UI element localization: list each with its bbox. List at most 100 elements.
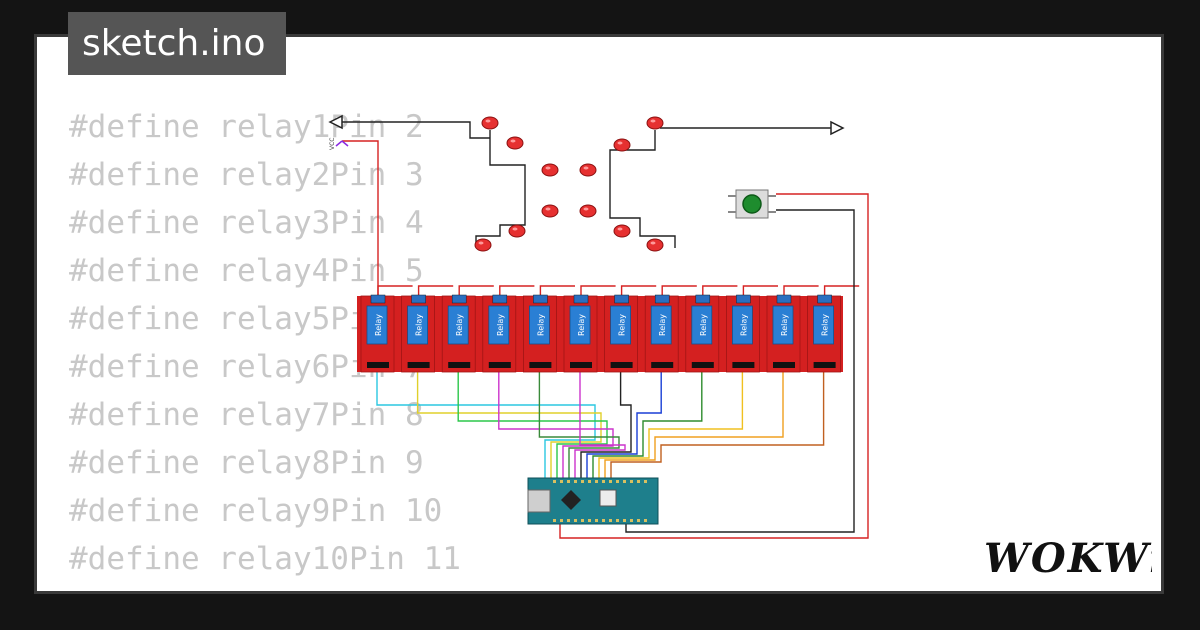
code-line: #define relay4Pin 5: [69, 253, 424, 289]
relay-coil-icon: [691, 305, 713, 345]
relay-module: Relay: [685, 294, 720, 373]
relay-header-icon: [448, 362, 471, 368]
nano-pin: [644, 480, 647, 483]
relay-label: Relay: [415, 314, 424, 336]
relay-terminal-icon: [533, 294, 548, 304]
led[interactable]: [506, 136, 524, 150]
nano-pin: [567, 480, 570, 483]
relay-module: Relay: [360, 294, 395, 373]
led[interactable]: [474, 238, 492, 252]
nano-pin: [553, 519, 556, 522]
nano-pin: [602, 519, 605, 522]
led[interactable]: [646, 238, 664, 252]
relay-signal-wire: [598, 372, 744, 478]
relay-label: Relay: [658, 314, 667, 336]
led-chain-wire-left: [475, 130, 526, 245]
led[interactable]: [613, 138, 631, 152]
relay-header-icon: [813, 362, 836, 368]
relay-label: Relay: [374, 314, 383, 336]
arduino-nano: [527, 477, 659, 525]
usb-port-icon: [527, 489, 551, 513]
relay-coil-icon: [407, 305, 429, 345]
relay-signal-wire: [416, 372, 602, 478]
nano-pin: [623, 519, 626, 522]
led[interactable]: [508, 224, 526, 238]
led[interactable]: [541, 163, 559, 177]
led[interactable]: [481, 116, 499, 130]
relay-module: Relay: [807, 294, 841, 373]
ground-wire-left: [342, 121, 490, 139]
relay-signal-wire: [580, 372, 632, 478]
relay-power-wire: [458, 285, 494, 295]
code-line: #define relay3Pin 4: [69, 205, 424, 241]
nano-pin: [595, 480, 598, 483]
ground-symbol-right: [830, 120, 845, 136]
led[interactable]: [541, 204, 559, 218]
relay-bank-board: [357, 296, 843, 372]
code-line: #define relay1Pin 2: [69, 109, 424, 145]
relay-power-wire: [661, 285, 697, 295]
relay-header-icon: [732, 362, 755, 368]
relay-coil-icon: [772, 305, 794, 345]
relay-header-icon: [651, 362, 674, 368]
relay-coil-icon: [732, 305, 753, 345]
led-array: [474, 116, 664, 252]
nano-pin: [623, 480, 626, 483]
relay-signal-wire: [610, 372, 825, 478]
nano-pin: [609, 480, 612, 483]
relay-terminal-icon: [776, 294, 792, 304]
relay-label: Relay: [699, 314, 708, 336]
led[interactable]: [646, 116, 664, 130]
led[interactable]: [613, 224, 631, 238]
relay-power-wire: [580, 285, 616, 295]
relay-terminal-icon: [370, 294, 386, 304]
code-editor: #define relay1Pin 2#define relay2Pin 3#d…: [69, 103, 461, 591]
relay-terminal-icon: [736, 294, 751, 304]
relay-terminal-icon: [614, 294, 629, 304]
relay-terminal-icon: [573, 294, 589, 304]
relay-header-icon: [529, 362, 552, 368]
button-wire-red: [559, 193, 869, 539]
relay-coil-icon: [813, 305, 834, 345]
relay-module: Relay: [604, 294, 638, 373]
nano-pin: [595, 519, 598, 522]
nano-pin: [616, 519, 619, 522]
relay-power-wire: [377, 285, 413, 295]
relay-coil-icon: [529, 305, 550, 345]
vcc-wire: [342, 140, 379, 296]
relay-module: Relay: [523, 294, 557, 373]
relay-label: Relay: [618, 314, 627, 336]
relay-module: Relay: [482, 294, 517, 373]
nano-pin: [560, 519, 563, 522]
sketch-tab[interactable]: sketch.ino: [68, 12, 286, 75]
code-line: #define relay10Pin 11: [69, 541, 461, 577]
reset-button-icon: [599, 489, 617, 507]
relay-power-wire: [620, 285, 657, 295]
led[interactable]: [579, 204, 597, 218]
relay-module: Relay: [563, 294, 598, 373]
led-chain-wire-right: [609, 130, 676, 248]
pushbutton[interactable]: [728, 189, 776, 219]
relay-signal-wire: [604, 372, 784, 478]
relay-signal-wire: [457, 372, 608, 478]
relay-terminal-icon: [654, 294, 670, 304]
nano-pin: [581, 519, 584, 522]
relay-label: Relay: [739, 314, 748, 336]
relay-signal-wire: [592, 372, 703, 478]
relay-power-wire: [783, 285, 819, 295]
relay-header-icon: [488, 362, 511, 368]
code-line: #define relay8Pin 9: [69, 445, 424, 481]
nano-pin: [581, 480, 584, 483]
relay-label: Relay: [821, 314, 830, 336]
code-line: #define relay9Pin 10: [69, 493, 443, 529]
chip-icon: [561, 490, 581, 510]
relay-terminal-icon: [492, 294, 508, 304]
led[interactable]: [579, 163, 597, 177]
nano-pin: [553, 480, 556, 483]
relay-header-icon: [367, 362, 389, 368]
relay-module: Relay: [441, 294, 476, 373]
relay-power-wire: [823, 285, 860, 295]
wokwi-logo-text: WOKWi: [984, 535, 1152, 582]
relay-coil-icon: [610, 305, 631, 345]
